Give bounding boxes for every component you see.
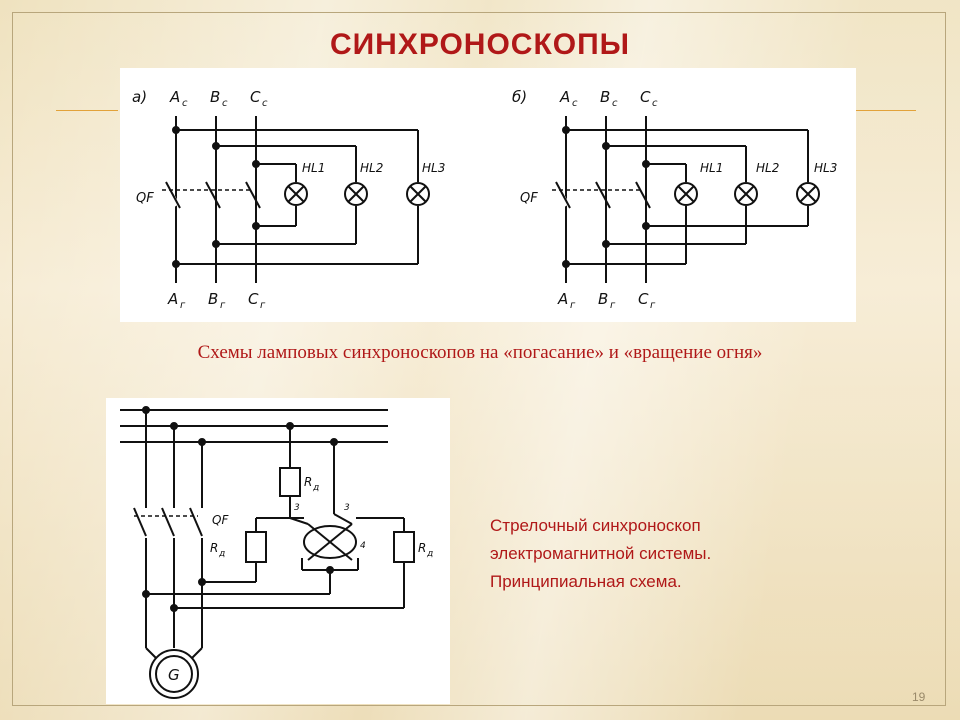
schematic-b-top-sub-b: с [612,98,618,109]
lamp-synchroscope-schematics: а) А с В с С с QF HL1 HL2 HL3 А г В г С … [132,88,837,311]
schematic-a-top-sub-a: с [182,98,188,109]
resistor-right-label: R [418,541,426,555]
pointer-switch-label: QF [212,513,229,527]
schematic-b-bottom-label-b: В [598,290,608,308]
schematic-a-switch-label: QF [136,191,154,206]
pointer-synchroscope-caption: Стрелочный синхроноскоп электромагнитной… [490,512,850,596]
terminal-label-3: 4 [360,541,366,551]
schematic-b-top-sub-a: с [572,98,578,109]
schematic-b-top-sub-c: с [652,98,658,109]
schematic-a-bottom-label-b: В [208,290,218,308]
schematic-b-lamp-label-2: HL2 [756,161,779,175]
schematic-a-lamp-label-1: HL1 [302,161,325,175]
schematic-b-bottom-sub-c: г [650,300,656,311]
schematic-b-bottom-label-c: С [638,290,649,308]
pointer-synchroscope-figure: QF R д R д R д 3 3 4 G [106,398,450,704]
schematic-a-label: а) [132,88,147,106]
schematic-a-bottom-label-c: С [248,290,259,308]
schematic-b-bottom-label-a: А [557,290,568,308]
lamp-synchroscope-caption: Схемы ламповых синхроноскопов на «погаса… [197,342,763,363]
page-number: 19 [912,690,926,704]
slide-title: СИНХРОНОСКОПЫ [329,28,631,61]
schematic-a-bottom-sub-a: г [180,300,186,311]
generator-label: G [168,666,180,684]
schematic-a-lamp-label-3: HL3 [422,161,445,175]
title-rule-right [856,110,916,111]
resistor-right-sub: д [426,549,433,559]
slide-frame [12,12,946,706]
schematic-a-bottom-label-a: А [167,290,178,308]
schematic-b-bottom-sub-b: г [610,300,616,311]
schematic-b-top-label-b: В [600,88,610,106]
schematic-b-label: б) [512,88,527,106]
resistor-top-sub: д [312,483,319,493]
schematic-b-lamp-label-1: HL1 [700,161,723,175]
schematic-b-bottom-sub-a: г [570,300,576,311]
title-rule-left [56,110,118,111]
schematic-a-top-sub-c: с [262,98,268,109]
schematic-a-top-label-b: В [210,88,220,106]
schematic-a-top-sub-b: с [222,98,228,109]
schematic-b-top-label-c: С [640,88,651,106]
resistor-left-sub: д [218,549,225,559]
schematic-b-top-label-a: А [559,88,570,106]
resistor-top-label: R [304,475,312,489]
schematic-a-lamp-label-2: HL2 [360,161,383,175]
schematic-b-switch-label: QF [520,191,538,206]
terminal-label-2: 3 [344,503,350,513]
terminal-label-1: 3 [294,503,300,513]
schematic-b-lamp-label-3: HL3 [814,161,837,175]
lamp-synchroscope-figure: а) А с В с С с QF HL1 HL2 HL3 А г В г С … [120,68,856,322]
caption-line-1: Стрелочный синхроноскоп [490,516,701,535]
resistor-left-label: R [210,541,218,555]
caption-line-2: электромагнитной системы. [490,544,712,563]
schematic-a-bottom-sub-c: г [260,300,266,311]
pointer-synchroscope-schematic: QF R д R д R д 3 3 4 G [120,406,433,699]
schematic-a-top-label-a: А [169,88,180,106]
schematic-a-bottom-sub-b: г [220,300,226,311]
caption-line-3: Принципиальная схема. [490,572,682,591]
schematic-a-top-label-c: С [250,88,261,106]
